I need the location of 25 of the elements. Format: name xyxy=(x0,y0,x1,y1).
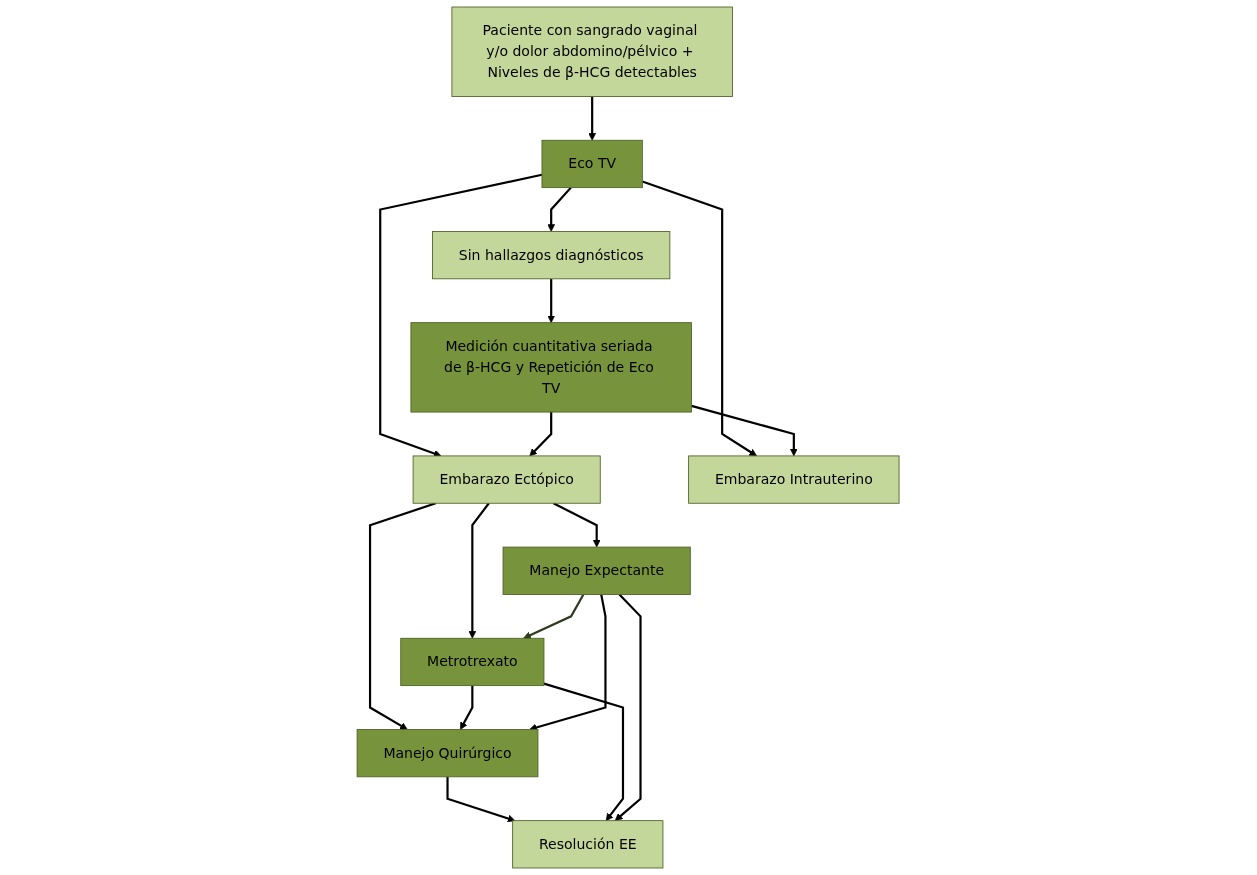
arrow xyxy=(588,96,597,141)
node-box: Eco TV xyxy=(541,139,644,189)
arrow xyxy=(529,594,607,732)
arrow xyxy=(544,682,625,821)
arrow xyxy=(553,502,601,548)
node-box: Resolución EE xyxy=(512,820,664,869)
node-box: Manejo Expectante xyxy=(503,546,692,595)
arrow xyxy=(468,502,491,639)
node-box: Medición cuantitativa seriada de β-HCG y Repetición de Eco TV xyxy=(410,322,693,413)
arrow xyxy=(460,685,474,730)
arrow xyxy=(369,502,437,730)
node-box: Embarazo Intrauterino xyxy=(688,455,900,504)
node-box: Sin hallazgos diagnósticos xyxy=(432,231,671,280)
arrow xyxy=(615,593,643,821)
arrow xyxy=(547,278,556,323)
node-box: Metrotrexato xyxy=(400,637,545,687)
arrow xyxy=(523,593,585,639)
node-box: Manejo Quirúrgico xyxy=(357,729,539,778)
arrow xyxy=(691,404,799,457)
arrow xyxy=(547,186,573,232)
node-box: Embarazo Ectópico xyxy=(413,455,602,504)
arrow xyxy=(642,180,758,457)
arrow xyxy=(446,776,516,823)
node-box: Paciente con sangrado vaginal y/o dolor abdomino/pélvico + Niveles de β-HCG detectables xyxy=(451,6,734,97)
arrow xyxy=(529,412,553,457)
